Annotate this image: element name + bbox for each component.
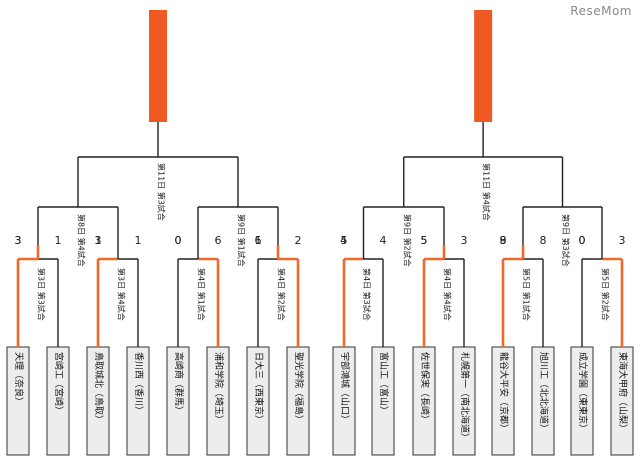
team-name-right: 宮崎工（宮崎） bbox=[53, 352, 65, 415]
score-left: 9 bbox=[500, 234, 507, 247]
match-label: 第4日 第1試合 bbox=[197, 268, 207, 321]
score-left: 3 bbox=[15, 234, 22, 247]
score-left: 3 bbox=[95, 234, 102, 247]
team-name-right: 旭川工（北北海道） bbox=[538, 352, 550, 433]
qf-score-right: 1 bbox=[95, 234, 102, 247]
score-right: 6 bbox=[215, 234, 222, 247]
qf-score-right: 6 bbox=[255, 234, 262, 247]
team-name-left: 日大三（西東京） bbox=[253, 352, 265, 424]
match-label: 第4日 第3試合 bbox=[362, 268, 372, 321]
score-right: 2 bbox=[295, 234, 302, 247]
score-right: 3 bbox=[461, 234, 468, 247]
score-left: 5 bbox=[421, 234, 428, 247]
score-right: 3 bbox=[619, 234, 626, 247]
team-name-left: 高崎商（群馬） bbox=[173, 352, 185, 415]
score-right: 1 bbox=[135, 234, 142, 247]
team-name-right: 札幌第一（南北海道） bbox=[459, 352, 471, 442]
final-bar bbox=[474, 10, 493, 122]
score-left: 0 bbox=[579, 234, 586, 247]
team-name-left: 宇部鴻城（山口） bbox=[339, 352, 351, 424]
qf-score-left: 8 bbox=[500, 234, 507, 247]
qf-score-left: 4 bbox=[340, 234, 347, 247]
qf-score-right: 0 bbox=[579, 234, 586, 247]
qf-score-right: 5 bbox=[421, 234, 428, 247]
resemom-watermark: ReseMom bbox=[570, 4, 632, 18]
sf-match-label: 第11日 第4試合 bbox=[482, 163, 492, 221]
score-left: 1 bbox=[255, 234, 262, 247]
qf-match-label: 第9日 第1試合 bbox=[237, 214, 247, 267]
score-left: 0 bbox=[175, 234, 182, 247]
sf-match-label: 第11日 第3試合 bbox=[157, 163, 167, 221]
team-name-right: 東海大甲府（山梨） bbox=[617, 352, 629, 433]
qf-match-label: 第8日 第4試合 bbox=[77, 214, 87, 267]
team-name-right: 浦和学院（埼玉） bbox=[213, 352, 225, 424]
match-label: 第4日 第2試合 bbox=[277, 268, 287, 321]
qf-score-left: 3 bbox=[15, 234, 22, 247]
match-label: 第4日 第4試合 bbox=[443, 268, 453, 321]
match-label: 第3日 第3試合 bbox=[37, 268, 47, 321]
qf-match-label: 第9日 第3試合 bbox=[561, 214, 571, 267]
team-name-left: 鳥取城北（鳥取） bbox=[93, 352, 105, 424]
score-left: 5 bbox=[341, 234, 348, 247]
score-right: 1 bbox=[55, 234, 62, 247]
team-name-left: 佐世保実（長崎） bbox=[419, 352, 431, 424]
team-name-left: 龍谷大平安（京都） bbox=[498, 352, 510, 433]
qf-score-left: 0 bbox=[175, 234, 182, 247]
final-bar bbox=[149, 10, 167, 122]
match-label: 第3日 第4試合 bbox=[117, 268, 127, 321]
team-name-left: 天理（奈良） bbox=[13, 352, 25, 406]
team-name-right: 富山工（富山） bbox=[378, 352, 390, 415]
team-name-left: 成立学園（東東京） bbox=[577, 352, 589, 433]
score-right: 8 bbox=[540, 234, 547, 247]
team-name-right: 聖光学院（福島） bbox=[293, 352, 305, 424]
match-label: 第5日 第2試合 bbox=[601, 268, 611, 321]
team-name-right: 香川西（香川） bbox=[133, 352, 144, 415]
match-label: 第5日 第1試合 bbox=[522, 268, 532, 321]
score-right: 4 bbox=[380, 234, 387, 247]
qf-match-label: 第9日 第2試合 bbox=[402, 214, 412, 267]
